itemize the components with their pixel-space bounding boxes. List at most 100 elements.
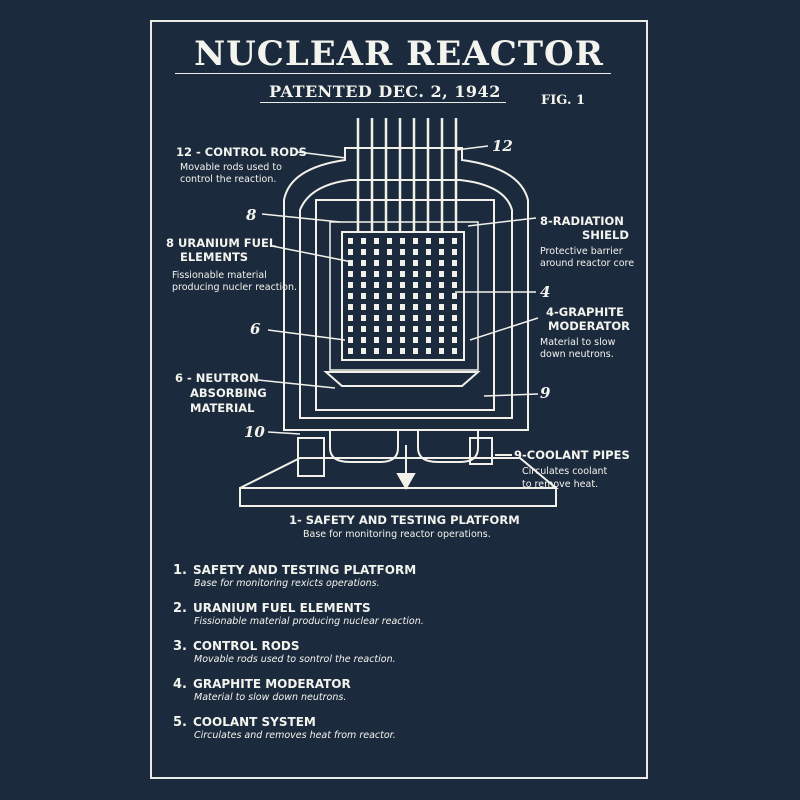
fuel-pellet [426,326,431,332]
legend-desc: Fissionable material producing nuclear r… [194,616,424,627]
callout-graphite-desc1: Material to slow [540,337,616,348]
fuel-pellet [361,282,366,288]
fuel-pellet [348,293,353,299]
fuel-pellet [387,315,392,321]
fuel-pellet [387,348,392,354]
callout-neutron-line3: MATERIAL [190,401,255,415]
coolant-pipe-left [329,430,399,463]
fuel-pellet [348,260,353,266]
drain-arrow [396,473,416,491]
fuel-pellet [439,260,444,266]
fuel-pellet [413,326,418,332]
callout-radiation-line2: SHIELD [582,228,629,242]
fuel-pellet [387,249,392,255]
fuel-pellet [348,238,353,244]
fuel-pellet [348,282,353,288]
number-10: 10 [244,423,265,441]
fuel-pellet [452,249,457,255]
fuel-pellet [439,337,444,343]
fuel-pellet [439,271,444,277]
callout-platform: 1- SAFETY AND TESTING PLATFORM [289,513,520,527]
fuel-pellet [400,249,405,255]
fuel-pellet [400,348,405,354]
fuel-pellet [374,326,379,332]
support-leg-left [297,437,325,477]
shield-inner [299,179,513,419]
fuel-pellet [361,260,366,266]
fuel-pellet [413,293,418,299]
legend-list: 1.SAFETY AND TESTING PLATFORM Base for m… [173,563,593,753]
fuel-pellet [400,326,405,332]
fuel-pellet [374,315,379,321]
fuel-pellet [387,304,392,310]
fuel-pellet [361,271,366,277]
fuel-pellet [400,304,405,310]
fuel-pellet [400,293,405,299]
fuel-pellet [413,238,418,244]
patent-date: PATENTED DEC. 2, 1942 [269,82,501,101]
support-leg-right [469,437,493,465]
fuel-pellet [439,326,444,332]
number-12: 12 [492,137,513,155]
fuel-pellet [413,348,418,354]
fuel-pellet [439,315,444,321]
figure-label: FIG. 1 [541,93,586,108]
fuel-pellet [413,271,418,277]
fuel-pellet [387,326,392,332]
legend-desc: Base for monitoring rexicts operations. [194,578,380,589]
callout-radiation-line1: 8-RADIATION [540,214,624,228]
fuel-pellet [400,337,405,343]
fuel-pellet [426,337,431,343]
callout-coolant: 9-COOLANT PIPES [514,448,630,462]
callout-coolant-desc2: to remove heat. [522,479,599,490]
legend-title: SAFETY AND TESTING PLATFORM [192,563,417,577]
fuel-pellet [413,249,418,255]
fuel-pellet [374,249,379,255]
fuel-pellet [452,326,457,332]
fuel-pellet [452,260,457,266]
legend-number: 3. [173,639,187,654]
subtitle-rule [260,102,506,103]
fuel-pellet [400,271,405,277]
fuel-pellet [361,315,366,321]
fuel-pellet [413,260,418,266]
fuel-pellet [452,315,457,321]
callout-neutron-line1: 6 - NEUTRON [175,371,259,385]
fuel-pellet [348,337,353,343]
fuel-pellet [426,260,431,266]
fuel-pellet [413,282,418,288]
fuel-pellet [361,304,366,310]
fuel-pellet [413,304,418,310]
legend-item: 4.GRAPHITE MODERATOR Material to slow do… [173,677,593,704]
fuel-pellet [452,348,457,354]
fuel-pellet [348,271,353,277]
legend-item: 2.URANIUM FUEL ELEMENTS Fissionable mate… [173,601,593,628]
fuel-pellet [348,326,353,332]
fuel-pellet [387,238,392,244]
fuel-pellet [426,348,431,354]
fuel-pellet [426,249,431,255]
outer-vessel [283,147,529,431]
fuel-pellet [452,293,457,299]
fuel-pellet [348,249,353,255]
fuel-pellet [361,249,366,255]
title-rule [175,73,611,74]
callout-radiation-desc1: Protective barrier [540,246,623,257]
callout-neutron-line2: ABSORBING [190,386,267,400]
legend-title: COOLANT SYSTEM [192,715,316,729]
fuel-pellet [452,271,457,277]
fuel-pellet [387,337,392,343]
fuel-pellet [426,293,431,299]
legend-number: 5. [173,715,187,730]
fuel-pellet [361,326,366,332]
fuel-pellet [374,260,379,266]
fuel-pellet [374,238,379,244]
fuel-pellet [439,348,444,354]
callout-control-rods-desc: Movable rods used to control the reactio… [180,162,282,185]
reactor-core [341,231,465,361]
fuel-pellet [374,271,379,277]
legend-number: 2. [173,601,187,616]
legend-desc: Material to slow down neutrons. [194,692,347,703]
fuel-pellet [361,293,366,299]
